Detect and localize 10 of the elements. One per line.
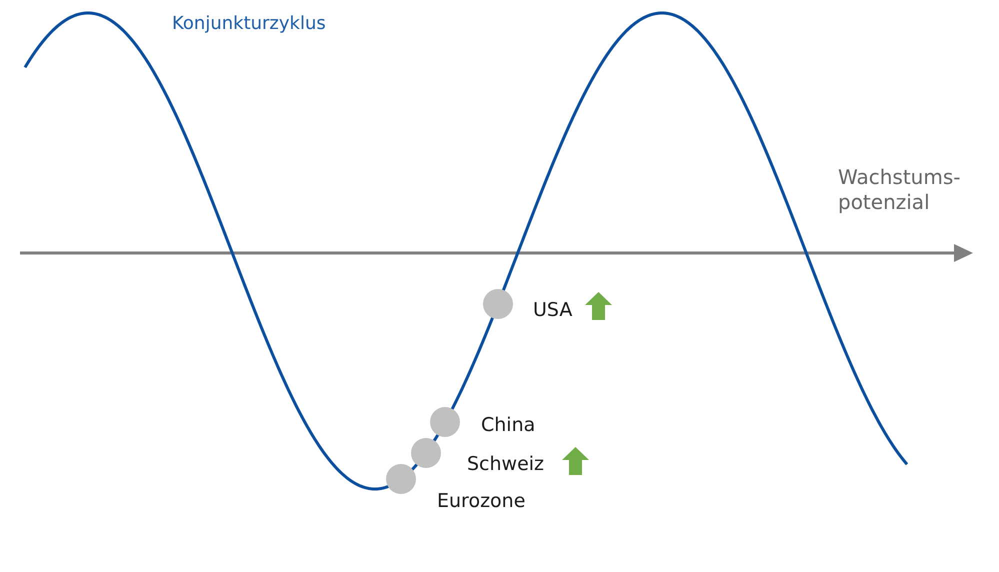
country-label: USA — [533, 298, 572, 322]
position-dot — [411, 438, 441, 468]
country-label: Schweiz — [467, 452, 544, 476]
position-dot — [430, 407, 460, 438]
axis-label: Wachstums- potenzial — [838, 165, 962, 215]
position-dot — [483, 288, 513, 319]
curve-label: Konjunkturzyklus — [172, 12, 326, 35]
position-dot — [386, 464, 416, 494]
country-label: China — [481, 413, 536, 437]
country-label: Eurozone — [437, 489, 526, 513]
